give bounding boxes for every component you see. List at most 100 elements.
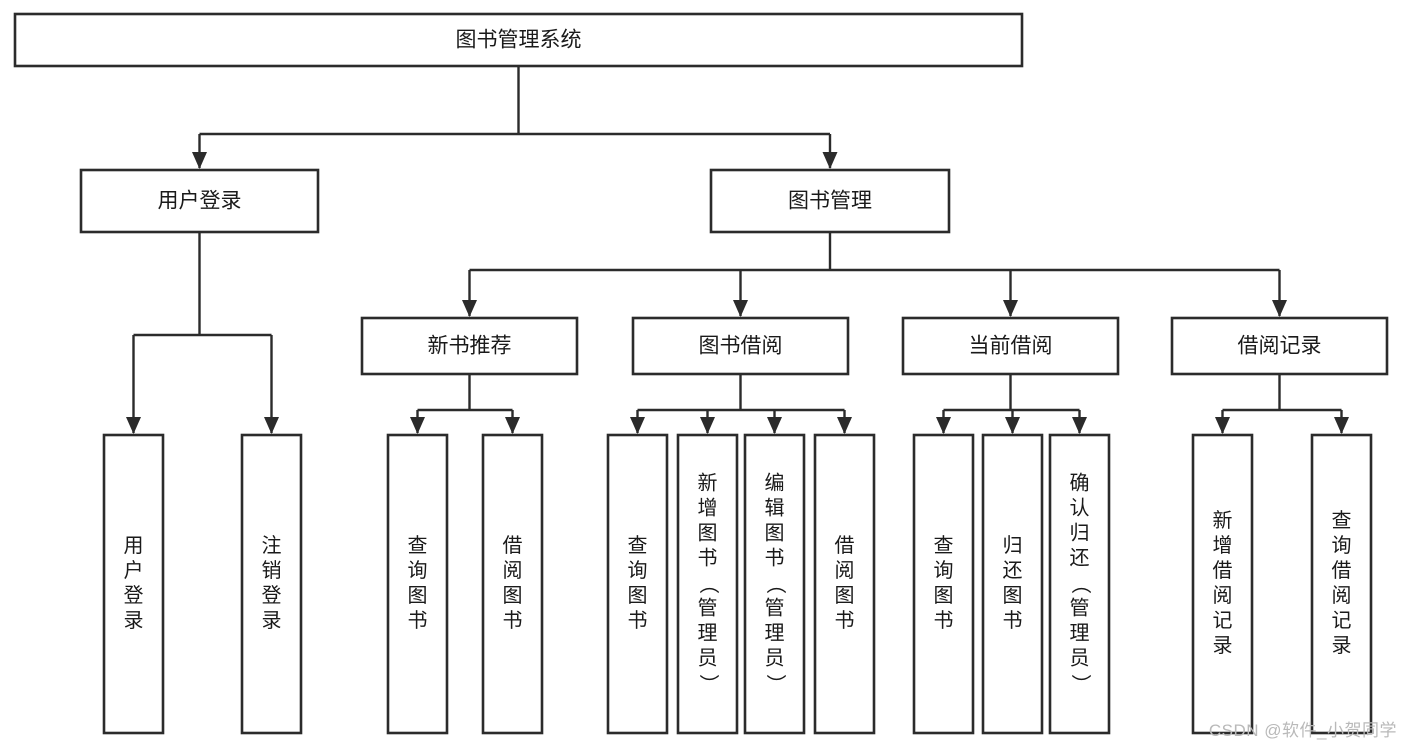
arrow-head-icon	[1272, 300, 1287, 317]
node-book-borrow-box[interactable]	[631, 316, 850, 376]
node-leaf-query-record-box[interactable]	[1310, 433, 1373, 735]
node-current-borrow-label: 当前借阅	[969, 335, 1053, 358]
arrow-head-icon	[192, 152, 207, 169]
node-leaf-edit-book-label-char: （	[764, 574, 787, 594]
node-leaf-borrow-book-1-label-char: 阅	[503, 559, 523, 582]
node-leaf-edit-book-label-char: 书	[765, 546, 785, 569]
arrow-head-icon	[1215, 417, 1230, 434]
node-book-manage-box[interactable]	[709, 168, 951, 234]
node-book-borrow-label: 图书借阅	[699, 335, 783, 358]
node-leaf-logout-label-char: 销	[262, 559, 282, 582]
node-leaf-logout-label-char: 登	[262, 584, 282, 607]
node-leaf-borrow-book-1-box[interactable]	[481, 433, 544, 735]
node-leaf-add-record-box[interactable]	[1191, 433, 1254, 735]
node-borrow-record[interactable]: 借阅记录	[1170, 316, 1389, 376]
csdn-watermark: CSDN @软件_小贺同学	[1208, 721, 1397, 740]
node-book-borrow[interactable]: 图书借阅	[631, 316, 850, 376]
node-leaf-borrow-book-1-label-char: 图	[503, 585, 523, 607]
node-leaf-query-book-1-label-char: 书	[408, 609, 428, 632]
node-new-book-recommend-box[interactable]	[360, 316, 579, 376]
node-leaf-query-record-label-char: 阅	[1332, 584, 1352, 607]
node-leaf-logout-label-char: 录	[262, 610, 282, 632]
node-leaf-edit-book-label-char: 理	[765, 622, 785, 644]
node-leaf-query-book-1-box[interactable]	[386, 433, 449, 735]
node-borrow-record-box[interactable]	[1170, 316, 1389, 376]
node-borrow-record-label: 借阅记录	[1238, 335, 1322, 358]
node-leaf-return-book-label-char: 书	[1003, 609, 1023, 632]
node-user-login[interactable]: 用户登录	[79, 168, 320, 234]
node-leaf-confirm-return-label-char: 确	[1070, 471, 1090, 494]
node-leaf-add-book-box[interactable]	[676, 433, 739, 735]
arrow-head-icon	[410, 417, 425, 434]
node-leaf-logout-box[interactable]	[240, 433, 303, 735]
node-leaf-add-book-label-char: ）	[697, 674, 720, 694]
node-leaf-confirm-return-label-char: 理	[1070, 622, 1090, 644]
node-leaf-add-record-label-char: 记	[1213, 609, 1233, 632]
node-leaf-confirm-return-label-char: 认	[1070, 496, 1090, 519]
connector-layer	[126, 66, 1349, 434]
node-leaf-query-book-3-box[interactable]	[912, 433, 975, 735]
node-leaf-add-book-label-char: 理	[698, 622, 718, 644]
node-leaf-return-book-box[interactable]	[981, 433, 1044, 735]
node-new-book-recommend[interactable]: 新书推荐	[360, 316, 579, 376]
node-leaf-query-record-label-char: 查	[1332, 509, 1352, 532]
node-leaf-user-login-label-char: 录	[124, 610, 144, 632]
node-current-borrow[interactable]: 当前借阅	[901, 316, 1120, 376]
node-leaf-return-book-label-char: 还	[1003, 559, 1023, 582]
node-root-system[interactable]: 图书管理系统	[13, 12, 1024, 68]
node-leaf-confirm-return-box[interactable]	[1048, 433, 1111, 735]
node-leaf-user-login[interactable]: 用户登录	[102, 433, 165, 735]
node-leaf-query-book-1-label-char: 查	[408, 534, 428, 557]
node-user-login-box[interactable]	[79, 168, 320, 234]
node-leaf-query-book-1-label-char: 图	[408, 585, 428, 607]
node-current-borrow-box[interactable]	[901, 316, 1120, 376]
node-leaf-query-book-2-label-char: 查	[628, 534, 648, 557]
node-leaf-logout-label-char: 注	[262, 534, 282, 557]
node-leaf-borrow-book-1-label-char: 借	[503, 534, 523, 557]
arrow-head-icon	[700, 417, 715, 434]
node-leaf-query-book-3-label-char: 询	[934, 559, 954, 582]
node-leaf-query-book-1-label-char: 询	[408, 559, 428, 582]
arrow-head-icon	[1072, 417, 1087, 434]
node-leaf-query-book-2-box[interactable]	[606, 433, 669, 735]
arrow-head-icon	[1334, 417, 1349, 434]
node-leaf-add-book-label-char: 增	[698, 496, 718, 519]
arrow-head-icon	[1005, 417, 1020, 434]
node-leaf-edit-book-label-char: 管	[765, 596, 785, 619]
node-leaf-query-record-label-char: 记	[1332, 609, 1352, 632]
node-leaf-query-record-label-char: 询	[1332, 534, 1352, 557]
arrow-head-icon	[936, 417, 951, 434]
node-leaf-query-record-label-char: 借	[1332, 559, 1352, 582]
node-leaf-add-book-label-char: 图	[698, 522, 718, 544]
node-leaf-add-book-label-char: 新	[698, 471, 718, 494]
node-leaf-user-login-box[interactable]	[102, 433, 165, 735]
node-leaf-borrow-book-2-label-char: 图	[835, 585, 855, 607]
node-leaf-confirm-return-label-char: （	[1069, 574, 1092, 594]
node-leaf-confirm-return-label-char: 管	[1070, 596, 1090, 619]
node-root-system-box[interactable]	[13, 12, 1024, 68]
arrow-head-icon	[630, 417, 645, 434]
node-leaf-borrow-book-2-box[interactable]	[813, 433, 876, 735]
node-leaf-edit-book-box[interactable]	[743, 433, 806, 735]
node-leaf-add-record-label-char: 借	[1213, 559, 1233, 582]
node-book-manage[interactable]: 图书管理	[709, 168, 951, 234]
arrow-head-icon	[837, 417, 852, 434]
node-leaf-query-book-2-label-char: 询	[628, 559, 648, 582]
node-leaf-confirm-return-label-char: ）	[1069, 674, 1092, 694]
node-leaf-query-book-2-label-char: 书	[628, 609, 648, 632]
arrow-head-icon	[822, 152, 838, 169]
node-leaf-user-login-label-char: 户	[124, 559, 144, 582]
node-leaf-add-record-label-char: 阅	[1213, 584, 1233, 607]
